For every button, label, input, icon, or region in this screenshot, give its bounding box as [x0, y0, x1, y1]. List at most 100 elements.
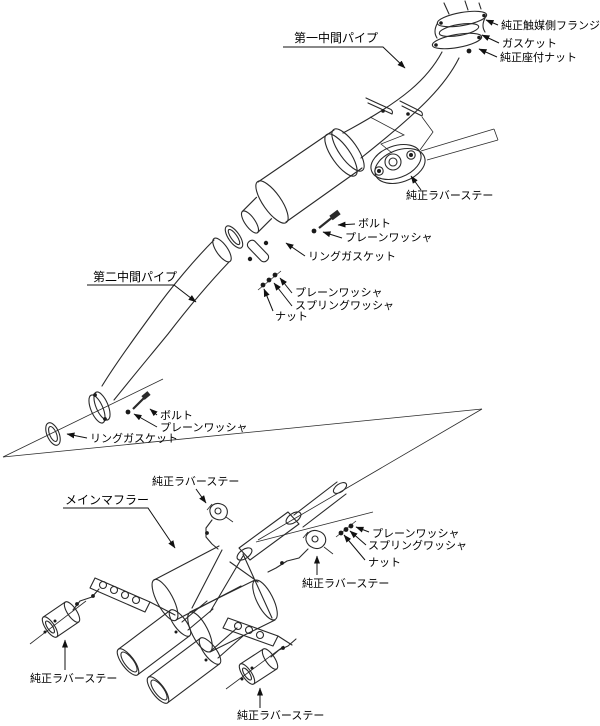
leader-rubber-stay-resonator: [410, 175, 422, 191]
right-bracket: [222, 617, 293, 647]
hanger-rod: [365, 97, 393, 115]
label-second-mid-pipe: 第二中間パイプ: [93, 269, 177, 284]
first-mid-pipe-drawing: [224, 0, 499, 291]
leader-nut-joint2: [263, 288, 274, 312]
label-oem-rubber-stay-resonator: 純正ラバーステー: [406, 189, 493, 202]
socket-flare: [212, 237, 232, 263]
pipe2-end-flange: [93, 391, 111, 421]
bracket-hole: [98, 580, 108, 590]
plain-washer: [272, 272, 278, 278]
pipe1-edge: [342, 51, 443, 134]
assembly-axis-line: [2, 378, 164, 458]
tip2-mouth: [146, 676, 170, 704]
flange-lug-plate: [246, 239, 270, 263]
left-rubber-hanger: [29, 588, 100, 645]
left-bracket-plate: [89, 577, 176, 616]
front-cyl-cap: [252, 579, 278, 621]
label-oem-rubber-stay-front: 純正ラバーステー: [152, 475, 239, 488]
bolt-shaft: [318, 215, 335, 229]
hanger-axis: [225, 645, 285, 690]
bushing-back: [63, 601, 81, 623]
leader-ring-gasket-mid: [285, 242, 306, 257]
hanger-rod: [399, 100, 423, 117]
tip2-mouth-inner: [150, 679, 168, 701]
rod-pin: [406, 112, 410, 116]
label-oem-seated-nut: 純正座付ナット: [500, 50, 577, 64]
bushing-bolt: [43, 630, 47, 634]
plain-washer: [311, 228, 317, 234]
hanger-rod: [72, 588, 100, 611]
wedge-steep-line: [257, 408, 483, 541]
bolt-mid-drawing: [311, 209, 341, 234]
ring-gasket-mid: [224, 225, 244, 249]
joint-flange-lug: [246, 239, 270, 263]
front-cyl-sides: [189, 579, 276, 653]
leader-rubber-stay-front: [195, 488, 207, 504]
flange-hole: [103, 417, 107, 421]
stay-rod: [267, 548, 309, 573]
leader-plain-washer-rear: [355, 526, 370, 533]
bracket-hole: [120, 590, 130, 600]
label-plain-washer-joint2: プレーンワッシャ: [295, 286, 382, 299]
tip-inlet-pipes: [181, 600, 244, 659]
flange-upper: [436, 10, 488, 28]
leader-plain-washer-mid: [322, 231, 343, 239]
stay-bolt-ring: [374, 166, 384, 176]
resonator: [240, 128, 365, 234]
bracket-hole: [244, 625, 254, 635]
leader-nut-rear: [343, 534, 366, 561]
bushing-sides: [42, 601, 80, 638]
stay-tabs: [206, 503, 234, 523]
tip-rivet: [174, 630, 178, 634]
leader-main-muffler: [63, 507, 176, 549]
leader-second-mid-pipe: [87, 284, 197, 303]
flange-hole: [477, 35, 481, 40]
right-bracket-plate: [222, 617, 293, 647]
label-ring-gasket-lower: リングガスケット: [90, 431, 178, 445]
label-oem-rubber-stay-right: 純正ラバーステー: [302, 577, 389, 590]
bushing-bolt: [53, 619, 57, 623]
flange-hole: [93, 393, 97, 397]
sleeve-body: [238, 511, 300, 561]
spring-washer: [266, 277, 272, 283]
label-ring-gasket-mid: リングガスケット: [308, 249, 396, 263]
label-first-mid-pipe: 第一中間パイプ: [294, 30, 378, 45]
resonator-hanger: [365, 97, 499, 185]
hanger-bracket-arm: [420, 128, 499, 161]
stay-hole: [214, 507, 222, 515]
stay-body: [305, 529, 327, 549]
inlet-sleeve: [236, 511, 302, 561]
flange-studs: [443, 0, 482, 15]
rubber-stay-depth: [374, 147, 426, 185]
resonator-outlet-pipe: [241, 196, 273, 234]
resonator-sides: [257, 129, 363, 223]
spring-washer: [343, 527, 349, 532]
rod-pin: [75, 602, 79, 606]
front-rubber-stay: [205, 502, 234, 550]
center-rubber-hanger: [225, 638, 297, 690]
leader-spring-washer-rear: [349, 530, 367, 546]
plain-washer: [125, 409, 131, 415]
flange-hole: [434, 43, 438, 47]
pipe1-edge: [360, 57, 460, 159]
sleeve-ring: [285, 511, 302, 525]
lug-hole: [263, 240, 269, 246]
rod-pin: [280, 561, 284, 565]
label-bolt-lower: ボルト: [160, 409, 193, 422]
bracket-hole: [255, 630, 265, 640]
stay-body: [209, 502, 228, 521]
bracket-hole: [131, 595, 141, 605]
nut: [338, 530, 344, 536]
bushing-face-inner: [44, 620, 56, 634]
resonator-front-cap: [255, 180, 289, 224]
bushing-face: [238, 663, 256, 685]
flange-hole: [482, 13, 486, 18]
tip1-mouth-inner: [120, 651, 138, 673]
label-spring-washer-rear: スプリングワッシャ: [368, 538, 467, 552]
second-mid-pipe-drawing: [2, 237, 232, 458]
resonator-end-cap: [331, 128, 365, 172]
stay-center-ring: [384, 153, 402, 171]
gasket-ring: [438, 23, 480, 37]
rubber-stay-outline: [370, 143, 422, 181]
label-plain-washer-mid: プレーンワッシャ: [345, 231, 432, 244]
